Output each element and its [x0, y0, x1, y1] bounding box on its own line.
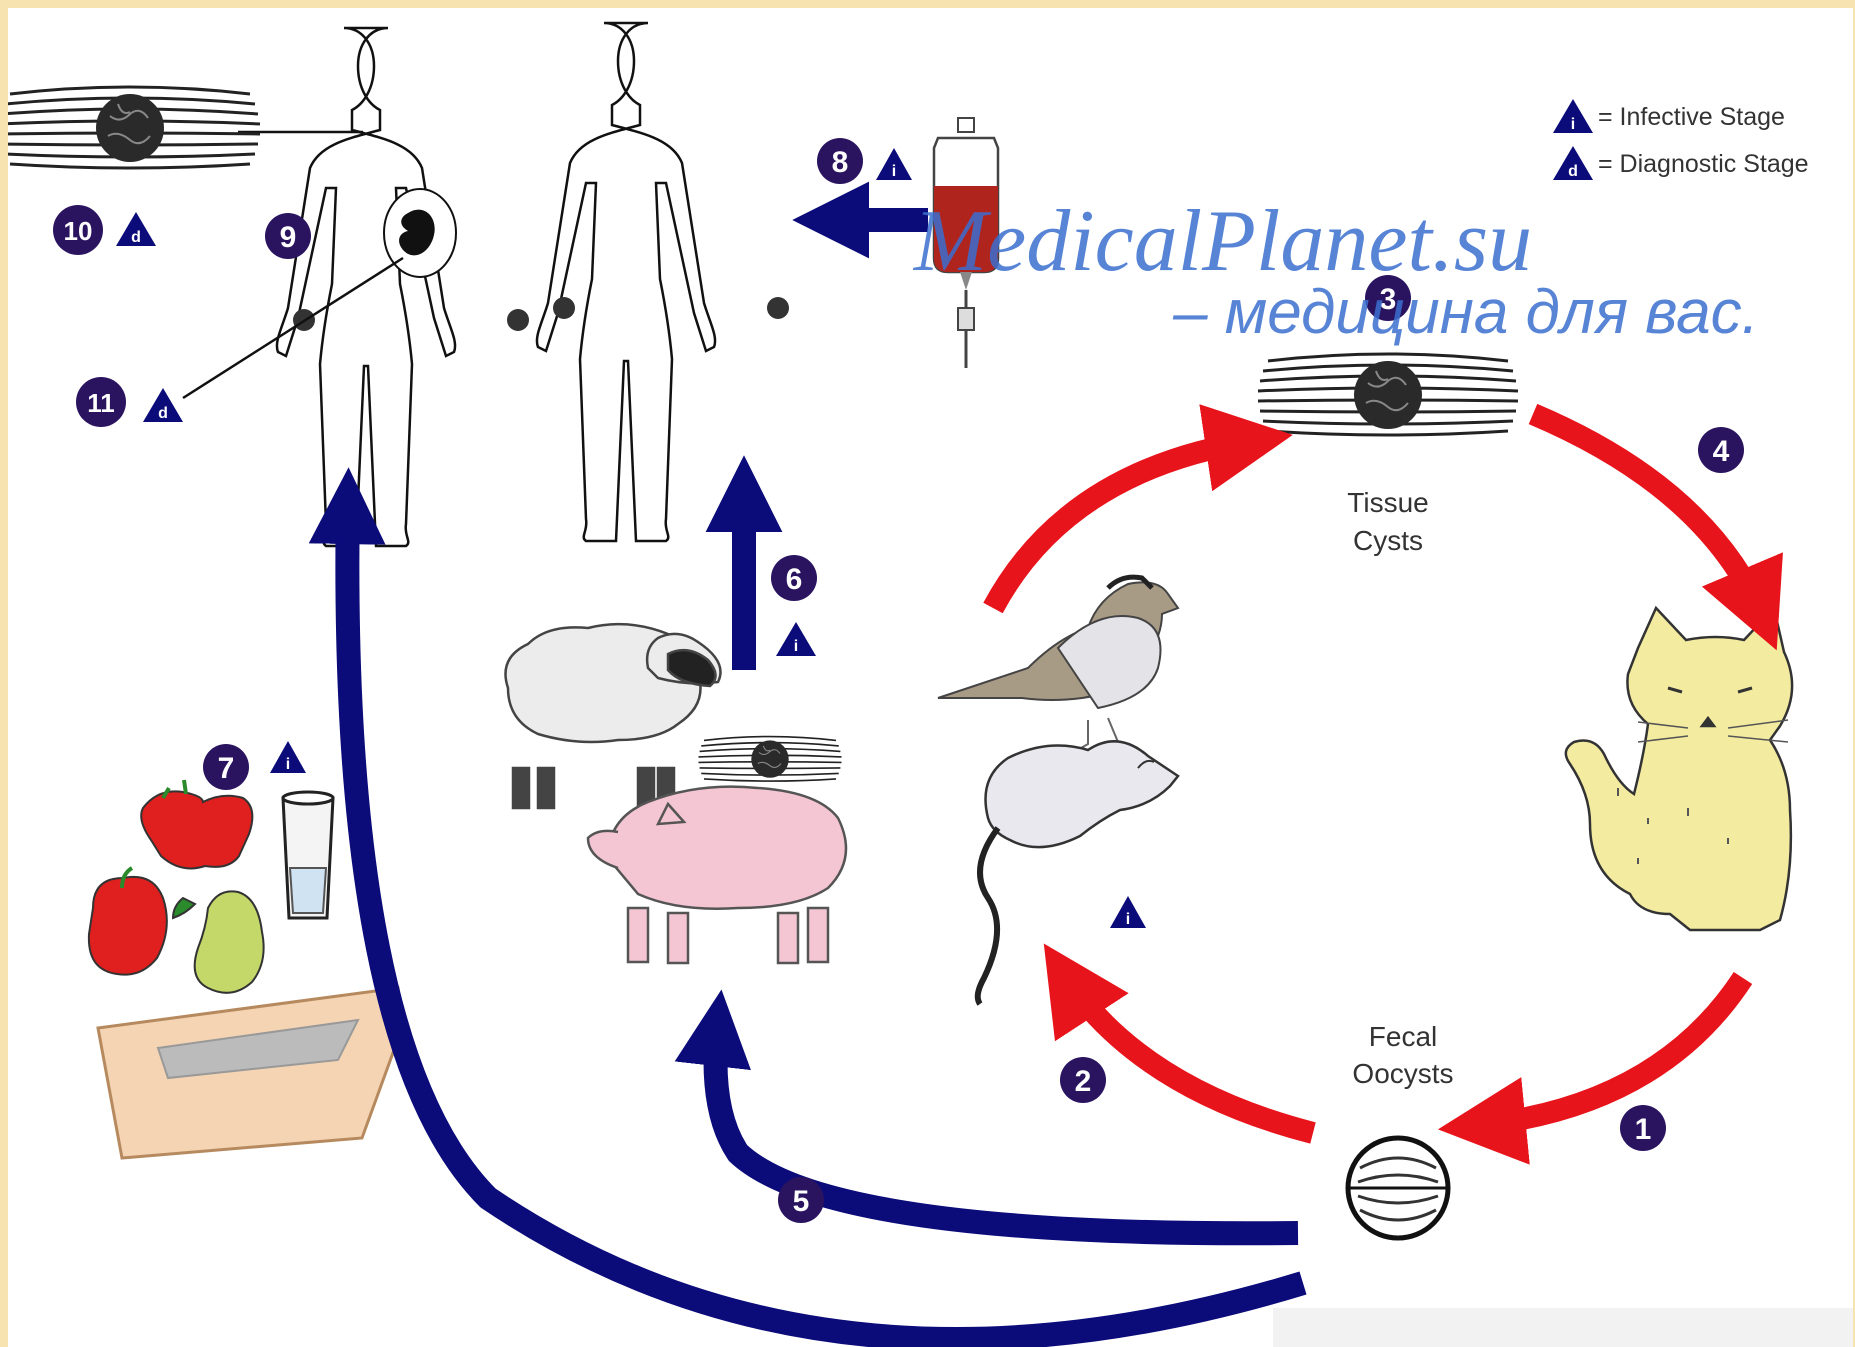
step-3: 3 [1365, 275, 1411, 321]
red-arrow [1528, 403, 1783, 651]
svg-text:5: 5 [793, 1185, 810, 1218]
red-arrow [1437, 971, 1753, 1165]
svg-text:i: i [1126, 911, 1130, 928]
corner-patch [1273, 1308, 1853, 1347]
human-figure-icon [275, 26, 457, 548]
fecal-oocysts-label: Fecal [1369, 1021, 1437, 1052]
toxoplasma-life-cycle-diagram: Tissue Cysts Fecal Oocysts i = Infective… [8, 21, 1853, 1347]
tissue-cysts-label: Cysts [1353, 525, 1423, 556]
watermark-title: MedicalPlanet.su [912, 193, 1532, 290]
svg-text:3: 3 [1380, 283, 1397, 316]
infective-stage-icon [1553, 99, 1593, 133]
rat-icon [974, 740, 1180, 1006]
blue-arrow [308, 467, 1307, 1347]
watermark-subtitle: – медицина для вас. [1172, 278, 1759, 347]
svg-text:i: i [286, 756, 290, 773]
infective-stage-icon: i [776, 622, 816, 656]
infective-stage-icon: i [876, 148, 912, 180]
fetus-icon [383, 188, 457, 278]
cat-icon [1564, 605, 1794, 932]
legend: i = Infective Stage d = Diagnostic Stage [1553, 99, 1809, 180]
step-7: 7 [203, 744, 249, 790]
svg-text:8: 8 [832, 146, 849, 179]
legend-diagnostic-text: = Diagnostic Stage [1598, 150, 1809, 178]
svg-text:4: 4 [1713, 435, 1730, 468]
tissue-cyst-icon [697, 735, 843, 782]
bird-icon [937, 574, 1180, 753]
svg-text:d: d [158, 405, 168, 422]
pig-icon [586, 785, 848, 965]
svg-text:7: 7 [218, 752, 235, 785]
legend-infective-text: = Infective Stage [1598, 103, 1785, 131]
step-2: 2 [1060, 1057, 1106, 1103]
step-5: 5 [778, 1177, 824, 1223]
svg-text:1: 1 [1635, 1113, 1652, 1146]
slide-frame: Tissue Cysts Fecal Oocysts i = Infective… [8, 8, 1853, 1347]
diagnostic-stage-icon: d [143, 388, 183, 422]
svg-text:9: 9 [280, 221, 297, 254]
tissue-cysts-label: Tissue [1347, 487, 1428, 518]
blood-bag-icon [932, 117, 1000, 368]
legend-diagnostic-letter: d [1568, 163, 1578, 180]
diagnostic-stage-icon: d [116, 212, 156, 246]
red-arrow [1043, 943, 1316, 1144]
step-6: 6 [771, 555, 817, 601]
tissue-cyst-icon [8, 85, 262, 170]
infective-stage-icon: i [1110, 896, 1146, 928]
svg-text:6: 6 [786, 563, 803, 596]
svg-text:i: i [794, 638, 798, 655]
step-4: 4 [1698, 427, 1744, 473]
step-8: 8 [817, 138, 863, 184]
water-glass-icon [281, 790, 335, 920]
svg-text:i: i [892, 163, 896, 180]
tissue-cyst-icon [1256, 352, 1520, 437]
fruit-icon [87, 779, 265, 994]
step-9: 9 [265, 213, 311, 259]
diagnostic-stage-icon [1553, 146, 1593, 180]
svg-text:11: 11 [87, 388, 115, 418]
sheep-icon [504, 622, 722, 810]
legend-infective-letter: i [1571, 116, 1575, 133]
svg-text:10: 10 [64, 216, 93, 246]
infective-stage-icon: i [270, 741, 306, 773]
oocyst-icon [1345, 1135, 1451, 1241]
red-arrow [983, 404, 1293, 614]
fecal-oocysts-label: Oocysts [1352, 1058, 1453, 1089]
svg-text:2: 2 [1075, 1065, 1092, 1098]
step-10: 10 [53, 205, 103, 255]
step-1: 1 [1620, 1105, 1666, 1151]
litter-box-icon [96, 986, 404, 1160]
human-figure-icon [535, 21, 717, 543]
pointer-line [182, 256, 404, 400]
step-11: 11 [76, 377, 126, 427]
svg-text:d: d [131, 229, 141, 246]
